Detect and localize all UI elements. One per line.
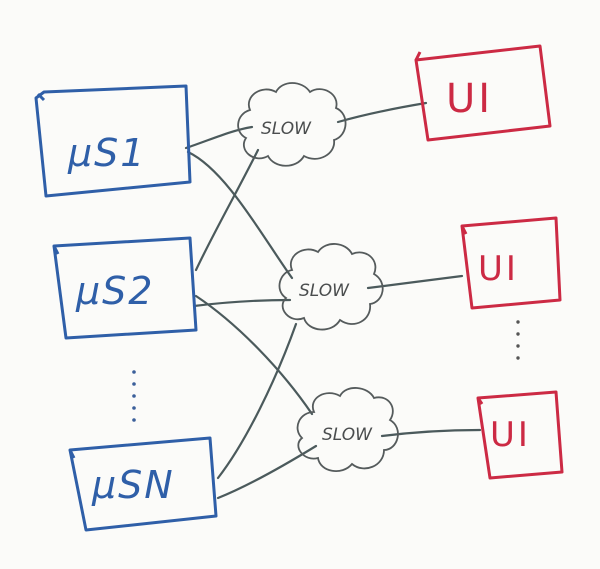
wire-ms1-slow1 — [184, 125, 254, 150]
ui-box-3: UI — [476, 390, 564, 480]
wire-slow3-msn — [216, 444, 318, 500]
wire-slow1-ui1 — [336, 101, 428, 124]
service-ellipsis — [132, 370, 136, 422]
cloud-label: SLOW — [322, 425, 373, 445]
slow-network-cloud-2: SLOW — [278, 243, 384, 331]
wire-slow2-ui2 — [366, 274, 464, 290]
connection-lines — [184, 101, 482, 500]
ui-label: UI — [490, 415, 531, 455]
service-label: μS1 — [67, 131, 146, 175]
wire-slow1-ms2 — [194, 148, 260, 272]
ui-label: UI — [478, 249, 519, 289]
wire-slow3-ui3 — [380, 428, 482, 438]
service-label: μS2 — [75, 269, 154, 313]
ui-box-2: UI — [460, 216, 562, 310]
wire-ms2-slow3 — [194, 294, 314, 416]
service-box-1: μS1 — [34, 84, 192, 198]
slow-network-cloud-3: SLOW — [296, 387, 399, 472]
wire-ms1-slow2 — [186, 150, 294, 280]
wire-ms2-slow2 — [192, 298, 292, 308]
ui-box-1: UI — [414, 44, 552, 142]
slow-network-cloud-1: SLOW — [237, 82, 347, 167]
service-box-n: μSN — [68, 436, 218, 532]
wire-slow2-msn — [216, 322, 298, 480]
service-box-2: μS2 — [52, 236, 198, 340]
ui-ellipsis — [516, 320, 520, 360]
service-label: μSN — [91, 463, 175, 507]
cloud-label: SLOW — [261, 119, 312, 139]
cloud-label: SLOW — [299, 281, 350, 301]
ui-label: UI — [446, 76, 493, 122]
